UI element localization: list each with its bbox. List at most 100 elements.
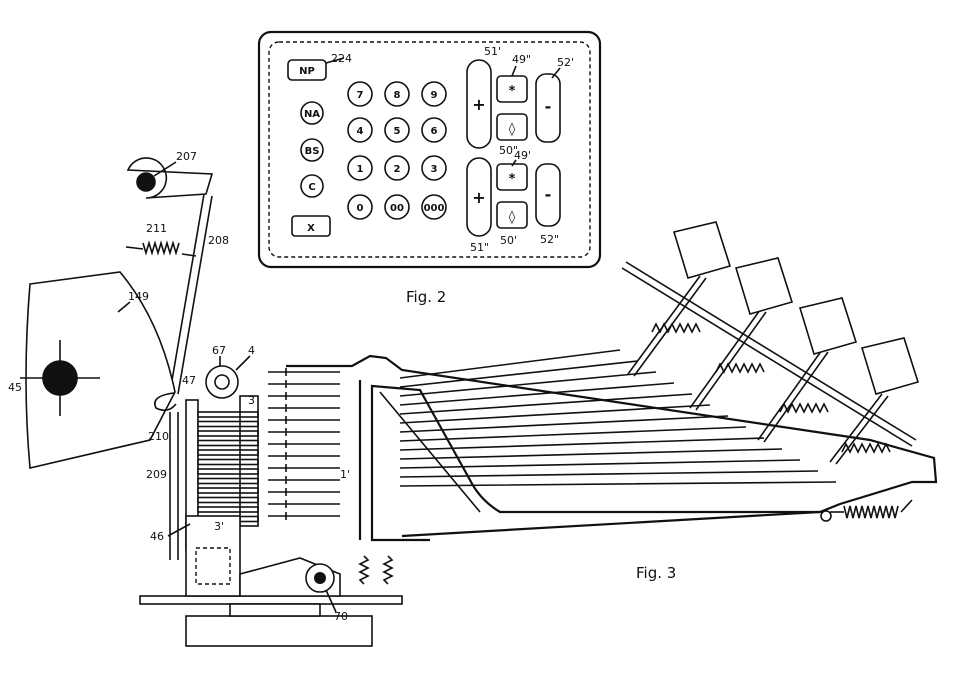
svg-text:207: 207 <box>176 150 197 163</box>
key-c[interactable]: C <box>300 174 324 198</box>
comb-stack <box>185 395 259 551</box>
key-minus-upper[interactable]: - <box>535 73 561 143</box>
ref-label-51pp: 51" <box>470 241 489 254</box>
svg-text:3: 3 <box>431 164 438 175</box>
ref-label-51p: 51' <box>484 45 501 58</box>
key-digit-7[interactable]: 7 <box>347 81 373 107</box>
svg-text:4: 4 <box>357 126 364 137</box>
key-delta-lower[interactable]: ◊ <box>496 201 528 229</box>
link-209 <box>169 412 179 560</box>
svg-text:67: 67 <box>212 344 226 357</box>
comb-tooth <box>197 420 259 428</box>
svg-text:149: 149 <box>128 290 149 303</box>
ref-label-49pp: 49" <box>512 53 531 66</box>
svg-text:4: 4 <box>248 344 255 357</box>
svg-text:NP: NP <box>299 66 315 77</box>
pedal-2 <box>689 257 794 411</box>
pedal-arms <box>627 221 920 465</box>
svg-text:X: X <box>307 223 315 234</box>
rod <box>268 349 621 379</box>
svg-text:+: + <box>472 95 485 114</box>
pedal-3 <box>757 297 858 443</box>
comb-tooth <box>197 430 259 437</box>
ref-label-49p: 49' <box>514 149 531 162</box>
pedal-1 <box>627 221 732 377</box>
svg-text:9: 9 <box>431 90 438 101</box>
key-bs[interactable]: BS <box>300 138 324 162</box>
key-np[interactable]: NP <box>287 59 327 81</box>
svg-text:BS: BS <box>305 146 320 157</box>
key-na[interactable]: NA <box>300 101 324 125</box>
ref-label-209: 209 <box>146 468 167 481</box>
ref-label-50pp: 50" <box>499 144 518 157</box>
comb-cover <box>239 395 259 527</box>
svg-text:3': 3' <box>214 520 224 533</box>
key-digit-0[interactable]: 0 <box>347 194 373 220</box>
base-housing: 46 3' 70 <box>139 515 403 647</box>
key-digit-1[interactable]: 1 <box>347 155 373 181</box>
key-digit-000[interactable]: 000 <box>421 194 447 220</box>
key-digit-3[interactable]: 3 <box>421 155 447 181</box>
key-minus-lower[interactable]: - <box>535 163 561 227</box>
main-frame: 1' <box>286 354 938 542</box>
keypad-inner-outline <box>268 41 591 258</box>
svg-text:70: 70 <box>334 610 348 623</box>
key-x[interactable]: X <box>291 215 331 237</box>
rod <box>268 393 693 421</box>
comb-tooth <box>197 468 259 475</box>
svg-text:000: 000 <box>424 203 445 214</box>
ref-label-50p: 50' <box>500 234 517 247</box>
svg-text:-: - <box>545 185 552 204</box>
rod <box>268 448 783 481</box>
comb-tooth <box>197 506 259 513</box>
svg-text:8: 8 <box>394 90 401 101</box>
svg-text:2: 2 <box>394 164 401 175</box>
lower-spring <box>830 499 913 519</box>
comb-tooth <box>197 449 259 456</box>
comb-tooth <box>197 458 259 466</box>
svg-text:45: 45 <box>8 381 22 394</box>
leader-224 <box>325 57 345 64</box>
svg-text:6: 6 <box>431 126 438 137</box>
rod <box>268 437 765 469</box>
key-plus-lower[interactable]: + <box>466 157 492 237</box>
key-digit-4[interactable]: 4 <box>347 117 373 143</box>
comb-tooth <box>197 411 259 418</box>
svg-text:00: 00 <box>390 203 404 214</box>
comb-tooth <box>197 477 259 485</box>
rod <box>268 415 729 445</box>
key-digit-2[interactable]: 2 <box>384 155 410 181</box>
rod <box>268 426 747 457</box>
guide-rail <box>621 261 917 447</box>
key-star-lower[interactable]: * <box>496 163 528 191</box>
ref-label-52p: 52' <box>557 56 574 69</box>
svg-text:3: 3 <box>248 394 255 407</box>
rod <box>268 360 639 388</box>
ref-label-52pp: 52" <box>540 233 559 246</box>
pedal-4 <box>829 337 920 465</box>
rod <box>268 382 675 409</box>
fig3-caption: Fig. 3 <box>636 564 676 582</box>
svg-text:*: * <box>509 84 516 99</box>
svg-text:◊: ◊ <box>509 122 516 137</box>
svg-text:◊: ◊ <box>509 210 516 225</box>
key-digit-6[interactable]: 6 <box>421 117 447 143</box>
svg-text:C: C <box>308 182 315 193</box>
svg-text:0: 0 <box>357 203 364 214</box>
ref-label-210: 210 <box>148 430 169 443</box>
key-digit-8[interactable]: 8 <box>384 81 410 107</box>
svg-text:211: 211 <box>146 222 167 235</box>
key-plus-upper[interactable]: + <box>466 59 492 149</box>
comb-tooth <box>197 487 259 494</box>
key-digit-00[interactable]: 00 <box>384 194 410 220</box>
comb-tooth <box>197 496 259 504</box>
comb-tooth <box>197 439 259 447</box>
key-digit-9[interactable]: 9 <box>421 81 447 107</box>
key-delta-upper[interactable]: ◊ <box>496 113 528 141</box>
key-star-upper[interactable]: * <box>496 75 528 103</box>
key-digit-5[interactable]: 5 <box>384 117 410 143</box>
svg-text:46: 46 <box>150 530 164 543</box>
